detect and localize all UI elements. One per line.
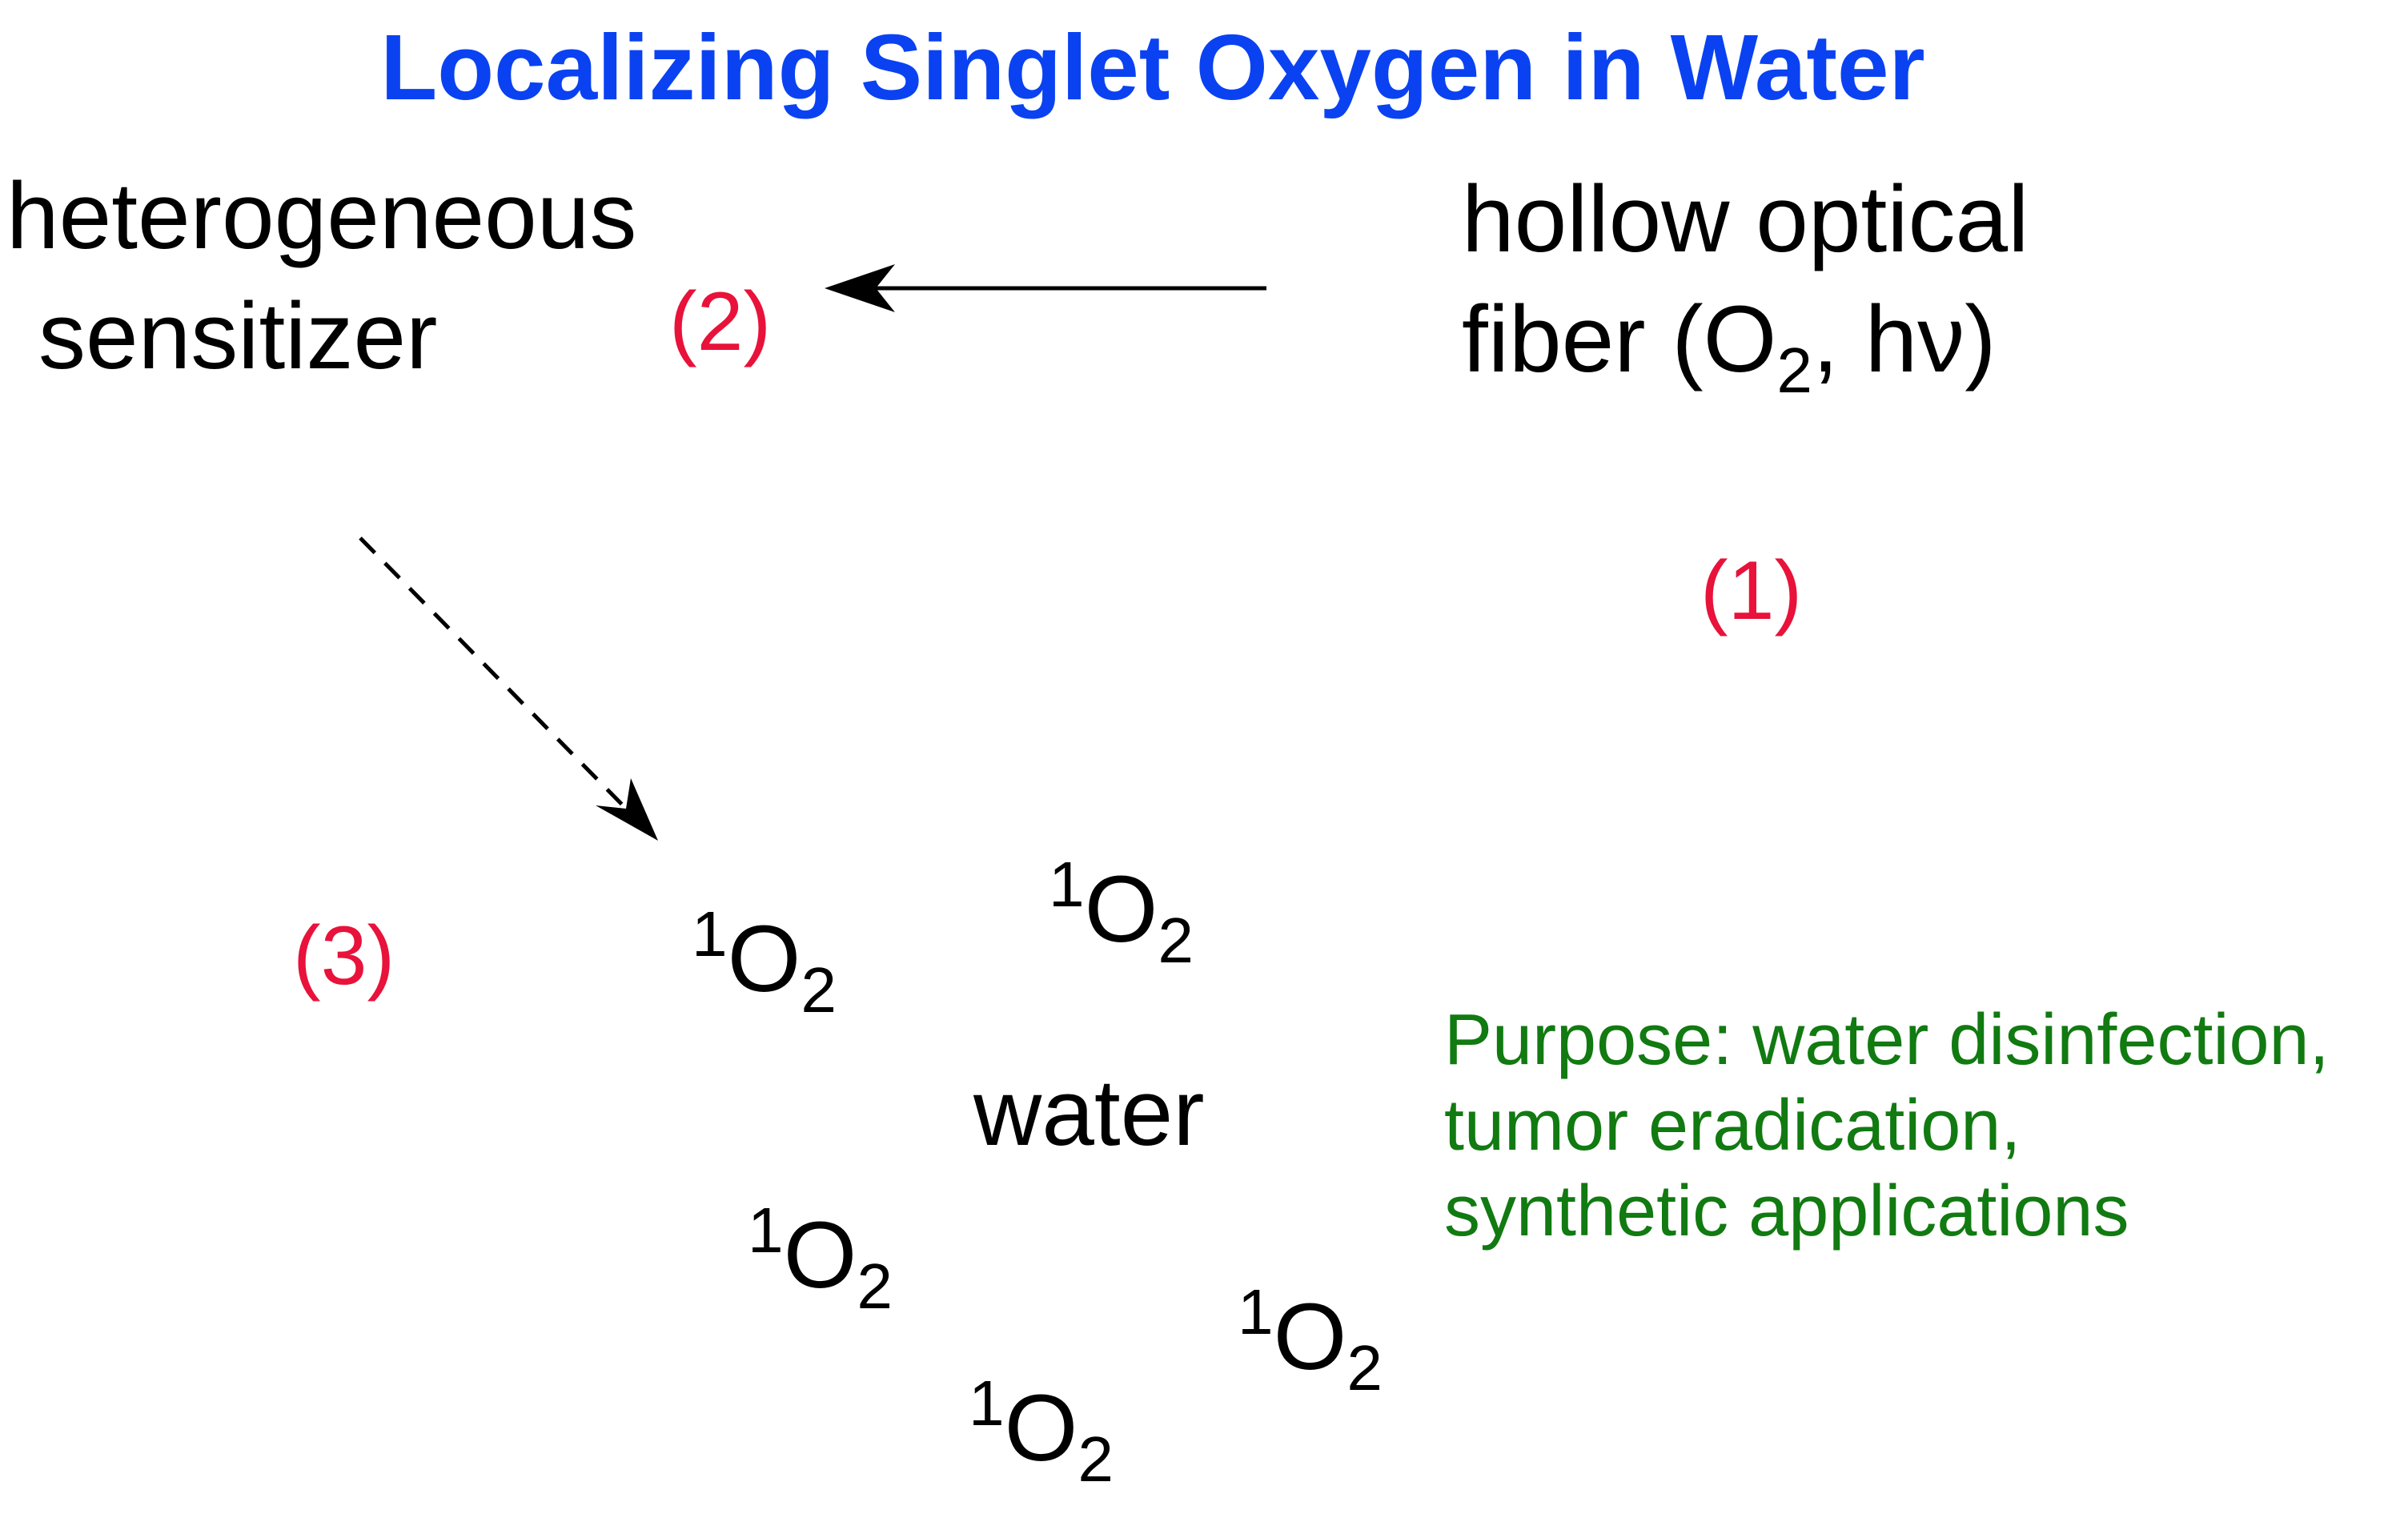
water-label: water (973, 1060, 1205, 1166)
singlet-oxygen-3: 1O2 (748, 1199, 893, 1319)
sensitizer-label: heterogeneous sensitizer (6, 157, 636, 397)
step-label-2: (2) (669, 275, 772, 368)
singlet-oxygen-subscript: 2 (857, 1250, 893, 1323)
singlet-oxygen-base: O (783, 1203, 857, 1308)
fiber-line-2: fiber (O2, hν) (1462, 280, 2029, 403)
singlet-oxygen-superscript: 1 (748, 1194, 784, 1267)
singlet-oxygen-subscript: 2 (1078, 1423, 1114, 1496)
step-label-3: (3) (293, 910, 395, 1002)
singlet-oxygen-base: O (1273, 1284, 1347, 1390)
purpose-line-2: tumor eradication, (1444, 1086, 2021, 1167)
singlet-oxygen-subscript: 2 (1346, 1331, 1383, 1404)
singlet-oxygen-superscript: 1 (1238, 1275, 1274, 1348)
step-label-1: (1) (1700, 544, 1803, 637)
fiber-line-1: hollow optical (1462, 167, 2029, 272)
fiber-label: hollow optical fiber (O2, hν) (1462, 160, 2029, 403)
purpose-line-1: Purpose: water disinfection, (1444, 1000, 2330, 1080)
singlet-oxygen-subscript: 2 (1158, 904, 1194, 977)
solid-arrow-head (825, 264, 895, 312)
singlet-oxygen-subscript: 2 (801, 954, 837, 1026)
singlet-oxygen-4: 1O2 (1238, 1280, 1383, 1400)
fiber-o2-subscript: 2 (1776, 334, 1813, 407)
dashed-arrow-head (596, 778, 658, 841)
singlet-oxygen-2: 1O2 (1049, 853, 1194, 973)
singlet-oxygen-base: O (1084, 857, 1158, 962)
dashed-arrow-shaft (359, 536, 634, 817)
singlet-oxygen-superscript: 1 (1049, 848, 1085, 921)
fiber-line-2-suffix: , hν) (1812, 286, 1997, 392)
singlet-oxygen-1: 1O2 (692, 902, 837, 1022)
sensitizer-to-water-arrow (359, 536, 658, 841)
diagram-title: Localizing Singlet Oxygen in Water (380, 15, 1925, 119)
singlet-oxygen-base: O (1004, 1375, 1078, 1481)
fiber-to-sensitizer-arrow (825, 264, 1266, 312)
sensitizer-line-2: sensitizer (38, 283, 438, 389)
purpose-text: Purpose: water disinfection, tumor eradi… (1444, 998, 2330, 1255)
singlet-oxygen-superscript: 1 (969, 1367, 1005, 1440)
singlet-oxygen-5: 1O2 (969, 1371, 1114, 1492)
singlet-oxygen-base: O (727, 906, 801, 1012)
singlet-oxygen-superscript: 1 (692, 898, 728, 970)
sensitizer-line-1: heterogeneous (6, 163, 637, 269)
purpose-line-3: synthetic applications (1444, 1171, 2129, 1252)
fiber-line-2-prefix: fiber (O (1462, 286, 1777, 392)
